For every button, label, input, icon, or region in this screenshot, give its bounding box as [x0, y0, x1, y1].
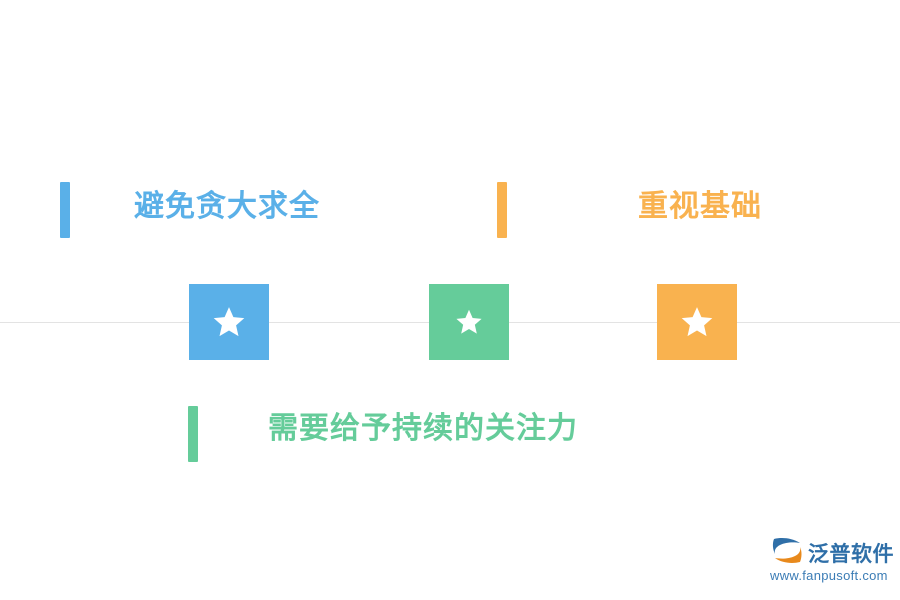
milestone-node-3[interactable]: [657, 284, 737, 360]
brand-name: 泛普软件: [808, 543, 894, 566]
milestone-node-1[interactable]: [189, 284, 269, 360]
star-icon: [456, 309, 482, 334]
brand-url: www.fanpusoft.com: [770, 568, 888, 583]
accent-bar-item-3: [188, 406, 198, 462]
accent-bar-item-1: [60, 182, 70, 238]
milestone-node-2[interactable]: [429, 284, 509, 360]
star-icon: [213, 307, 245, 337]
watermark: 泛普软件 www.fanpusoft.com: [770, 536, 894, 590]
star-icon: [681, 307, 713, 337]
label-item-1: 避免贪大求全: [134, 190, 320, 223]
brand-logo-icon: [772, 538, 802, 563]
accent-bar-item-2: [497, 182, 507, 238]
label-item-2: 重视基础: [638, 190, 762, 223]
label-item-3: 需要给予持续的关注力: [268, 412, 578, 445]
